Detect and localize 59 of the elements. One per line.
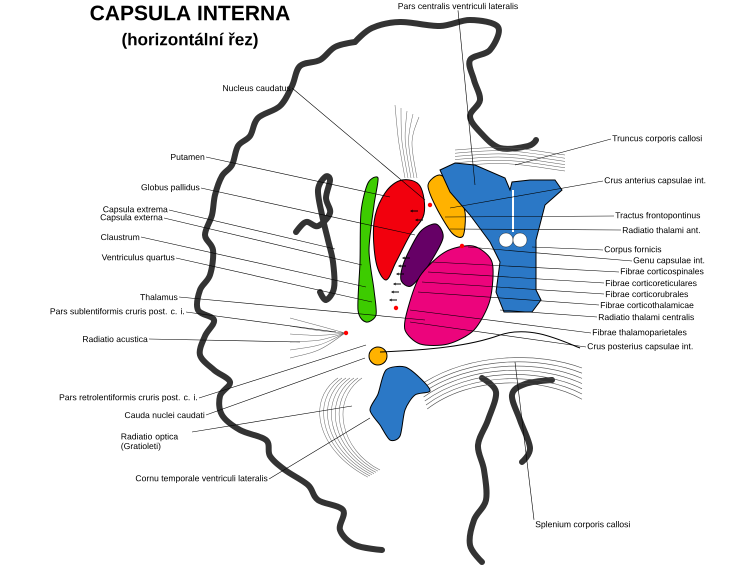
leader-line (176, 258, 372, 302)
structure-label: Radiatio thalami centralis (598, 314, 694, 320)
structure-label: Fibrae corticoreticulares (606, 280, 697, 286)
structure-label: Cornu temporale ventriculi lateralis (136, 475, 268, 484)
leader-line (164, 218, 362, 266)
leader-line (192, 406, 352, 432)
subtitle: (horizontální řez) (122, 32, 258, 49)
structure-label: Truncus corporis callosi (612, 135, 702, 144)
leader-line (500, 310, 598, 318)
leader-line (206, 156, 390, 198)
structure-label: Putamen (171, 154, 204, 160)
structure-label: Splenium corporis callosi (536, 521, 630, 530)
structure-label: Fibrae corticospinales (620, 268, 704, 276)
structure-label: Capsula extrema (103, 206, 168, 214)
leader-line (444, 216, 614, 218)
leader-line (198, 344, 366, 398)
structure-label: Pars centralis ventriculi lateralis (398, 2, 518, 10)
structure-label: Ventriculus quartus (102, 254, 174, 262)
structure-label: Capsula externa (100, 214, 163, 222)
leader-line (168, 210, 336, 250)
structure-label: Crus posterius capsulae int. (588, 343, 693, 352)
structure-label: Fibrae thalamoparietales (592, 329, 687, 338)
structure-label: Corpus fornicis (604, 246, 662, 254)
structure-label: Tractus frontopontinus (615, 212, 700, 220)
structure-label: Radiatio optica (Gratioleti) (121, 433, 178, 451)
leader-line (148, 338, 300, 342)
leader-line (428, 272, 604, 284)
leader-line (514, 362, 534, 520)
leader-line (268, 418, 370, 480)
structure-label: Globus pallidus (141, 184, 200, 192)
leader-line (418, 292, 600, 306)
structure-label: Pars retrolentiformis cruris post. c. i. (60, 394, 197, 402)
leader-line (178, 296, 426, 320)
leader-line (450, 180, 604, 208)
leader-line (450, 228, 622, 230)
leader-line (140, 236, 366, 288)
leader-line (532, 246, 604, 250)
structure-label: Crus anterius capsulae int. (604, 177, 706, 186)
leader-line (186, 312, 336, 332)
leader-line (422, 282, 604, 294)
structure-label: Fibrae corticothalamicae (600, 302, 694, 308)
structure-label: Cauda nuclei caudati (124, 412, 204, 418)
leader-line (292, 88, 426, 200)
leader-line (514, 138, 612, 166)
structure-label: Pars sublentiformis cruris post. c. i. (50, 308, 184, 316)
structure-label: Radiatio acustica (83, 336, 148, 342)
leader-line (458, 10, 476, 186)
structure-label: Fibrae corticorubrales (606, 290, 688, 298)
leader-line (206, 358, 366, 416)
leader-line (410, 322, 586, 348)
leader-line (468, 246, 632, 262)
structure-label: Radiatio thalami ant. (622, 226, 700, 234)
structure-label: Claustrum (101, 234, 140, 240)
leader-line (200, 188, 416, 236)
leader-line (432, 262, 620, 272)
structure-label: Thalamus (140, 294, 178, 300)
title: CAPSULA INTERNA (90, 6, 290, 20)
structure-label: Genu capsulae int. (634, 257, 704, 266)
leader-line (410, 310, 592, 334)
